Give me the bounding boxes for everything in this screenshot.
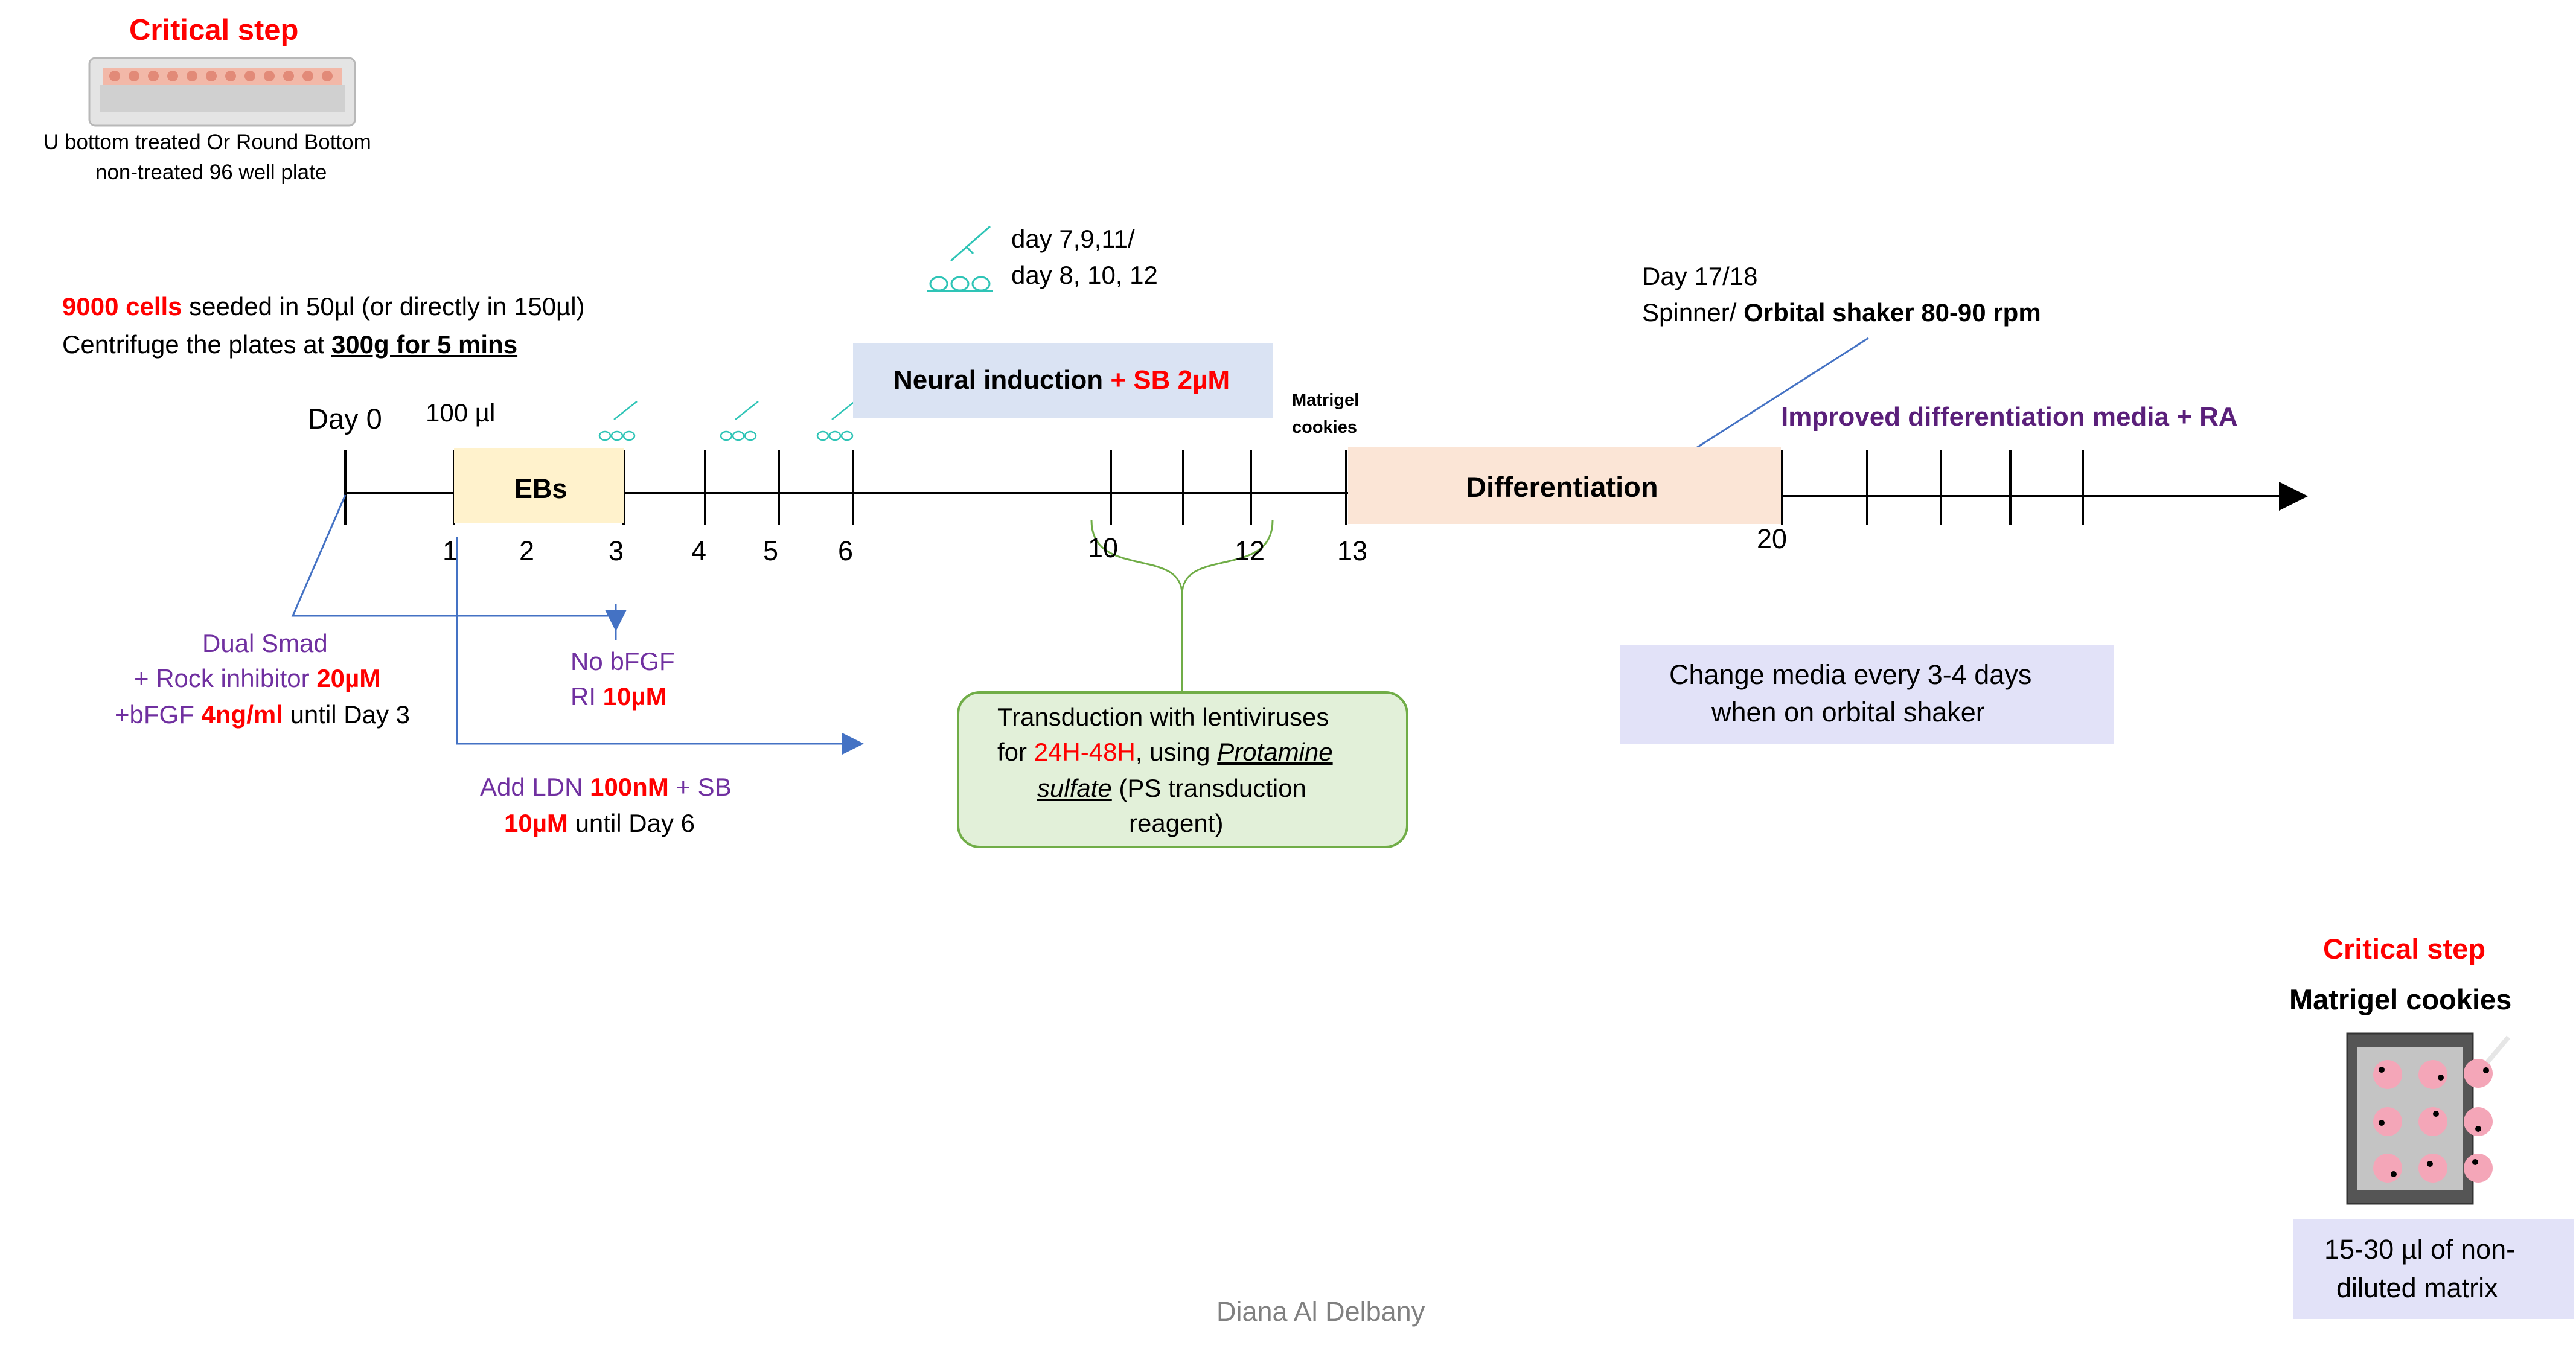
ldn-prefix: Add LDN xyxy=(480,773,590,801)
media-change-line2: when on orbital shaker xyxy=(1711,697,1985,727)
cookies-critical-step: Critical step xyxy=(2323,933,2486,965)
cookies-title: Matrigel cookies xyxy=(2289,983,2512,1015)
improved-media-label: Improved differentiation media + RA xyxy=(1781,402,2238,432)
neural-induction-label: Neural induction + SB 2µM xyxy=(893,363,1230,397)
dual-smad-label: Dual Smad xyxy=(202,629,328,657)
cookies-plate-icon xyxy=(2346,1032,2511,1205)
transduction-line3: sulfate (PS transduction xyxy=(1037,773,1306,805)
centrifuge-value: 300g for 5 mins xyxy=(331,330,518,359)
tick-label: 1 xyxy=(443,535,458,566)
tick-label: 6 xyxy=(838,535,854,566)
tick-label: 10 xyxy=(1088,532,1119,563)
well-plate-icon xyxy=(88,57,356,127)
spinner-text: Spinner/ Orbital shaker 80-90 rpm xyxy=(1642,297,2041,329)
tick-label: 12 xyxy=(1235,535,1265,566)
transduction-protamine: Protamine xyxy=(1217,738,1333,766)
pipette-icon xyxy=(927,225,993,292)
matrix-volume-box xyxy=(2293,1219,2574,1319)
transduction-sulfate: sulfate xyxy=(1037,774,1112,802)
matrix-line1: 15-30 µl of non- xyxy=(2324,1234,2516,1265)
matrix-line2: diluted matrix xyxy=(2336,1273,2498,1303)
media-change-box xyxy=(1620,645,2114,744)
ri-prefix: RI xyxy=(570,682,603,711)
transduction-line1: Transduction with lentiviruses xyxy=(997,703,1329,731)
volume-label: 100 µl xyxy=(426,398,496,427)
feeding-days-line1: day 7,9,11/ xyxy=(1011,225,1135,253)
bfgf-value: 4ng/ml xyxy=(201,700,283,729)
tick-label: 2 xyxy=(519,535,535,566)
sb-value: 10µM xyxy=(504,809,568,837)
ebs-label: EBs xyxy=(514,473,567,504)
tick-label: 4 xyxy=(691,535,707,566)
tick-label: 13 xyxy=(1337,535,1368,566)
ri-text: RI 10µM xyxy=(570,681,667,713)
transduction-for: for xyxy=(997,738,1034,766)
differentiation-label: Differentiation xyxy=(1466,471,1658,503)
transduction-using: , using xyxy=(1135,738,1218,766)
seeded-volume: seeded in 50µl (or directly in 150µl) xyxy=(182,292,585,321)
transduction-line4: reagent) xyxy=(1129,809,1224,837)
day17-label: Day 17/18 xyxy=(1642,262,1758,290)
plate-caption-line2: non-treated 96 well plate xyxy=(95,161,327,184)
timeline-axis xyxy=(344,450,2308,525)
neural-sb: + SB 2µM xyxy=(1103,365,1230,395)
transduction-ps: (PS transduction xyxy=(1111,774,1306,802)
ldn-sb: + SB xyxy=(668,773,732,801)
sb-until: until Day 6 xyxy=(567,809,695,837)
neural-induction-text: Neural induction xyxy=(893,365,1104,395)
pipette-small-icon xyxy=(598,401,855,441)
plate-caption-line1: U bottom treated Or Round Bottom xyxy=(43,130,371,154)
feeding-days-line2: day 8, 10, 12 xyxy=(1011,261,1158,289)
treatment-arrows xyxy=(291,337,1869,755)
spinner-prefix: Spinner/ xyxy=(1642,298,1744,327)
ldn-value: 100nM xyxy=(590,773,669,801)
bfgf-prefix: +bFGF xyxy=(115,700,202,729)
neural-induction-box xyxy=(853,343,1273,418)
transduction-box xyxy=(957,691,1408,848)
rock-inhibitor-text: + Rock inhibitor 20µM xyxy=(134,663,380,695)
matrigel-label-line1: Matrigel xyxy=(1292,391,1360,410)
tick-label: 5 xyxy=(763,535,779,566)
media-change-line1: Change media every 3-4 days xyxy=(1669,659,2032,690)
ldn-text: Add LDN 100nM + SB xyxy=(480,771,732,803)
no-bfgf-label: No bFGF xyxy=(570,647,675,676)
seeding-text: 9000 cells seeded in 50µl (or directly i… xyxy=(62,291,585,323)
tick-label: 3 xyxy=(609,535,624,566)
transduction-hours: 24H-48H xyxy=(1034,738,1136,766)
tick-label: 20 xyxy=(1757,523,1788,554)
centrifuge-prefix: Centrifuge the plates at xyxy=(62,330,331,359)
ri-value: 10µM xyxy=(602,682,667,711)
author-credit: Diana Al Delbany xyxy=(1216,1296,1425,1327)
ebs-box xyxy=(454,448,624,523)
day0-label: Day 0 xyxy=(308,403,382,435)
differentiation-box xyxy=(1348,447,1781,524)
bfgf-until: until Day 3 xyxy=(283,700,411,729)
sb-text: 10µM until Day 6 xyxy=(504,808,695,840)
transduction-brace xyxy=(1090,520,1274,691)
spinner-value: Orbital shaker 80-90 rpm xyxy=(1743,298,2041,327)
cells-count: 9000 cells xyxy=(62,292,182,321)
rock-value: 20µM xyxy=(316,664,381,692)
centrifuge-text: Centrifuge the plates at 300g for 5 mins xyxy=(62,329,517,361)
critical-step-title: Critical step xyxy=(129,14,299,46)
bfgf-text: +bFGF 4ng/ml until Day 3 xyxy=(115,699,410,731)
matrigel-label-line2: cookies xyxy=(1292,418,1357,437)
transduction-line2: for 24H-48H, using Protamine xyxy=(997,736,1333,768)
rock-prefix: + Rock inhibitor xyxy=(134,664,317,692)
